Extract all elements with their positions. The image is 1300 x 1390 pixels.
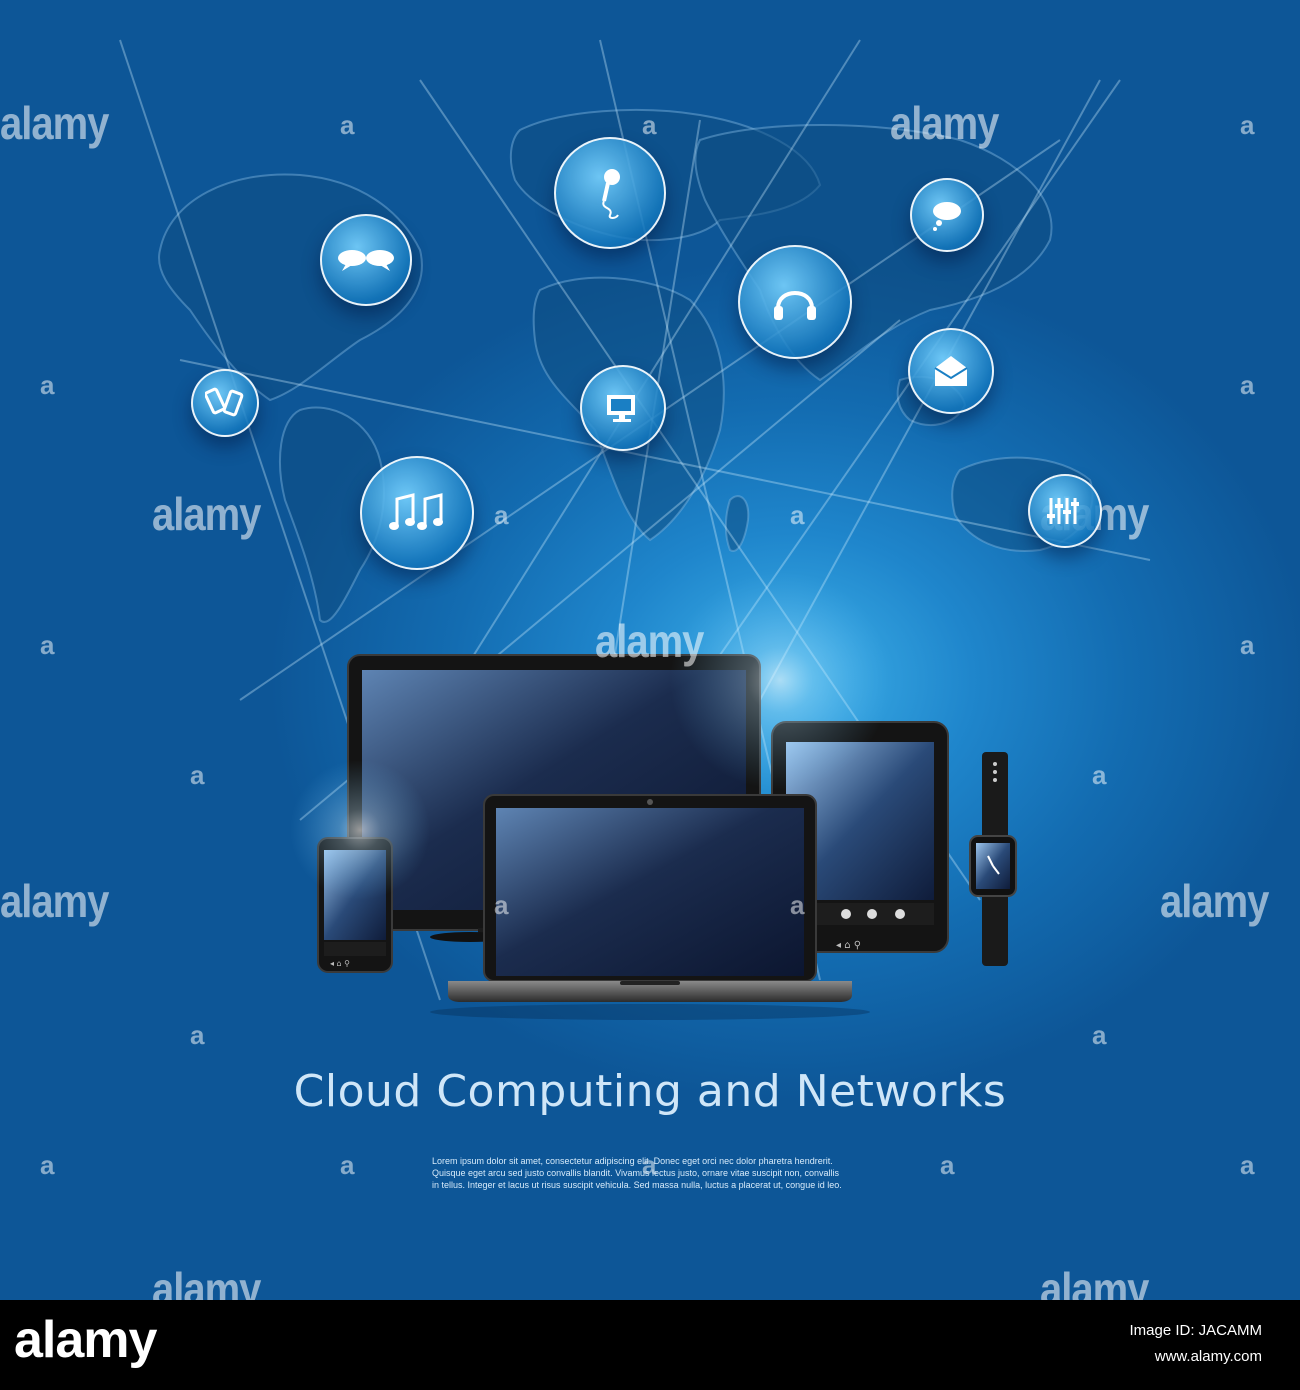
headline: Cloud Computing and Networks: [293, 1066, 1007, 1117]
site-url: www.alamy.com: [1154, 1348, 1262, 1365]
watermark-letter: a: [790, 890, 805, 920]
smartwatch: [969, 752, 1017, 966]
body-text: Lorem ipsum dolor sit amet, consectetur …: [432, 1155, 872, 1191]
illustration-canvas: ◂ ⌂ ⚲ ◂ ⌂ ⚲: [0, 0, 1300, 1300]
devices: ◂ ⌂ ⚲ ◂ ⌂ ⚲: [317, 654, 1017, 1020]
envelope-icon: [908, 328, 994, 414]
mobile-phones-icon: [191, 369, 259, 437]
watermark-letter: a: [494, 890, 509, 920]
computer-icon: [580, 365, 666, 451]
laptop: [430, 794, 870, 1020]
body-text-line: Quisque eget arcu sed justo convallis bl…: [432, 1168, 840, 1178]
watermark-letter: a: [1240, 370, 1255, 400]
watermark-text: alamy: [595, 616, 704, 668]
alamy-logo: alamy: [14, 1311, 157, 1369]
equalizer-icon: [1028, 474, 1102, 548]
watermark-text: alamy: [1160, 876, 1269, 928]
watermark-text: alamy: [152, 489, 261, 541]
speech-bubbles-icon: [320, 214, 412, 306]
watermark-letter: a: [1240, 110, 1255, 140]
watermark-text: alamy: [890, 98, 999, 150]
watermark-letter: a: [1240, 630, 1255, 660]
headphones-icon: [738, 245, 852, 359]
watermark-text: alamy: [1040, 1264, 1149, 1300]
watermark-text: alamy: [0, 98, 109, 150]
svg-text:◂ ⌂ ⚲: ◂ ⌂ ⚲: [330, 959, 350, 968]
watermark-letter: a: [340, 110, 355, 140]
microphone-icon: [554, 137, 666, 249]
music-notes-icon: [360, 456, 474, 570]
image-id-label: Image ID: JACAMM: [1129, 1322, 1262, 1339]
watermark-letter: a: [642, 110, 657, 140]
footer-bar: [0, 1300, 1300, 1390]
watermark-letter: a: [40, 1150, 55, 1180]
watermark-letter: a: [190, 760, 205, 790]
watermark-letter: a: [790, 500, 805, 530]
watermark-letter: a: [494, 500, 509, 530]
watermark-letter: a: [340, 1150, 355, 1180]
body-text-line: in tellus. Integer et lacus ut risus sus…: [432, 1180, 842, 1190]
watermark-letter: a: [1240, 1150, 1255, 1180]
watermark-text: alamy: [152, 1264, 261, 1300]
body-text-line: Lorem ipsum dolor sit amet, consectetur …: [432, 1156, 833, 1166]
watermark-letter: a: [1092, 1020, 1107, 1050]
watermark-letter: a: [642, 1150, 657, 1180]
watermark-letter: a: [190, 1020, 205, 1050]
watermark-letter: a: [940, 1150, 955, 1180]
svg-text:◂ ⌂ ⚲: ◂ ⌂ ⚲: [836, 940, 861, 951]
watermark-letter: a: [1092, 760, 1107, 790]
watermark-text: alamy: [0, 876, 109, 928]
watermark-letter: a: [40, 630, 55, 660]
image-id-block: Image ID: JACAMM www.alamy.com: [1129, 1318, 1262, 1370]
watermark-letter: a: [40, 370, 55, 400]
thought-cloud-icon: [910, 178, 984, 252]
